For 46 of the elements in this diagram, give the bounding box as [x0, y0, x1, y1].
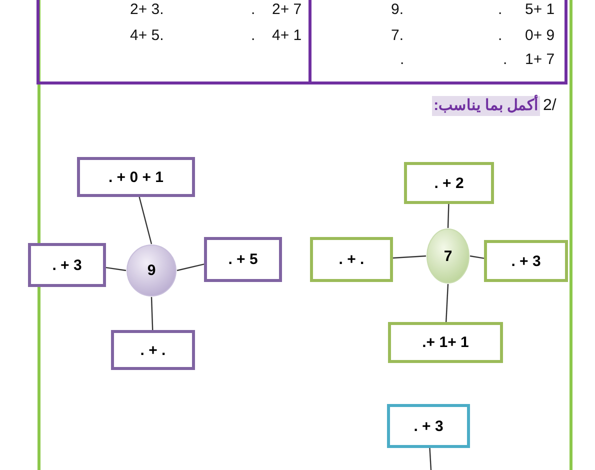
addition-expression: . + 3: [414, 418, 444, 434]
blank-dot: .: [251, 1, 256, 19]
table-cell-text: 2+ 3.: [130, 1, 164, 19]
blank-dot: .: [400, 51, 404, 69]
addition-expression: . + 3: [511, 252, 541, 270]
blank-dot: .: [498, 1, 502, 19]
answer-box: [77, 157, 195, 197]
connector-line: [150, 296, 154, 330]
blank-dot: .: [503, 51, 508, 69]
addition-expression: .+ 1+ 1: [422, 334, 469, 351]
table-cell-text: 0+ 9: [525, 27, 555, 45]
table-cell-text: 4+ 5.: [130, 27, 164, 45]
addition-expression: . + .: [338, 251, 364, 268]
table-cell-text: 2+ 7: [272, 1, 302, 19]
addition-expression: . + 5: [228, 251, 258, 268]
answer-box: [484, 240, 568, 282]
table-cell-text: 5+ 1: [525, 1, 555, 19]
connector-line: [470, 255, 484, 259]
target-number: 9: [147, 262, 156, 279]
answer-box: [388, 322, 503, 363]
blank-dot: .: [251, 27, 256, 45]
connector-line: [176, 264, 204, 272]
answer-box: [111, 330, 195, 370]
connector-line: [106, 266, 126, 272]
table-cell-text: 1+ 7: [525, 51, 555, 69]
answer-box: [387, 404, 470, 448]
addition-expression: . + 2: [434, 174, 464, 192]
answer-box: [310, 237, 393, 282]
target-number: 7: [444, 248, 452, 264]
instruction-heading: أكمل بما يناسب:: [432, 96, 540, 116]
blank-dot: .: [498, 27, 502, 45]
answer-box: [204, 237, 282, 282]
question-number: 2/: [543, 97, 556, 115]
table-cell-text: 7.: [391, 27, 404, 45]
connector-line: [429, 448, 432, 470]
addition-expression: . + 0 + 1: [108, 168, 164, 186]
answer-box: [404, 162, 494, 204]
addition-expression: . + 3: [52, 256, 82, 274]
connector-line: [447, 204, 450, 228]
connector-line: [138, 196, 152, 244]
answer-box: [28, 243, 106, 287]
addition-expression: . + .: [140, 342, 166, 358]
table-cell-text: 4+ 1: [272, 27, 302, 45]
connector-line: [392, 255, 426, 259]
connector-line: [446, 284, 449, 322]
table-cell-text: 9.: [391, 1, 404, 19]
